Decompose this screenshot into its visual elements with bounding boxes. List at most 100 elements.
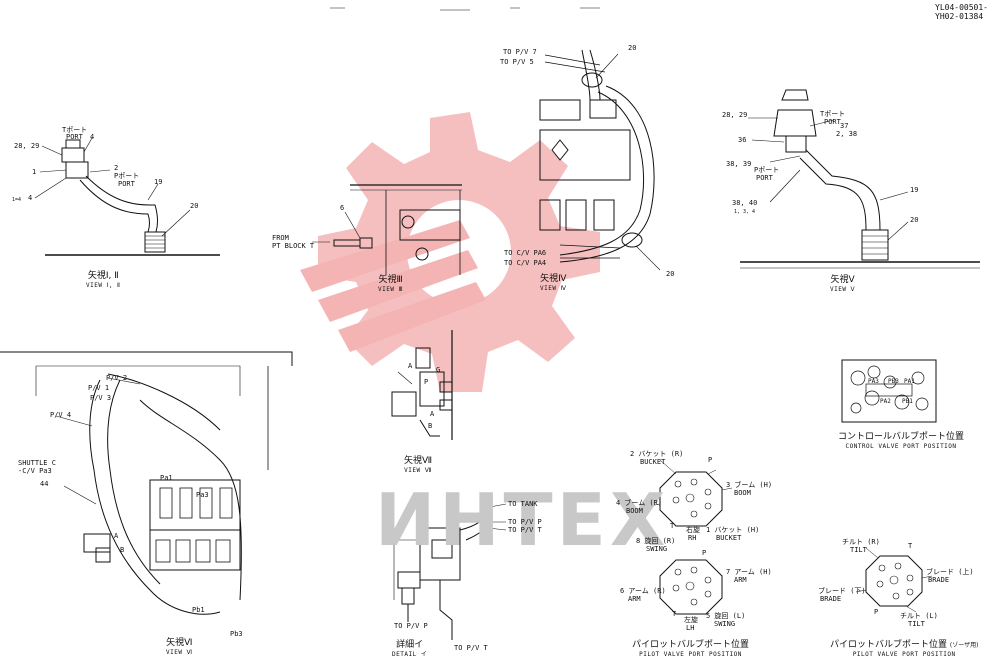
label-cv-pb3: PB3 (888, 378, 899, 385)
label-to-pv-p-right: TO P/V P (508, 518, 542, 526)
label-pv1-5-swing-jp: 5 旋回 (L) (706, 612, 746, 620)
label-to-pv-t-bottom: TO P/V T (454, 644, 488, 652)
caption-view-1-2-jp: 矢視Ⅰ, Ⅱ (87, 271, 119, 281)
label-pv-1: P/V 1 (88, 384, 110, 392)
label-p-v7: P (424, 378, 429, 386)
label-pv2-tilt-l-jp: チルト (L) (900, 612, 938, 620)
label-cv-pa3: -C/V Pa3 (18, 467, 52, 475)
label-cv-pa1: PA1 (904, 378, 915, 385)
label-2: 2 (114, 164, 119, 172)
label-pv2-blade-up-jp: ブレード (上) (926, 568, 974, 576)
label-cv-pa3: PA3 (868, 378, 879, 385)
caption-pilot-valve-1: パイロットバルブポート位置 PILOT VALVE PORT POSITION (632, 640, 749, 658)
caption-pilot-valve-2-main: パイロットバルブポート位置 (830, 640, 948, 650)
caption-view-4-en: VIEW Ⅳ (540, 285, 567, 292)
caption-view-5: 矢視Ⅴ VIEW Ⅴ (830, 275, 855, 293)
label-to-cv-pa6: TO C/V PA6 (504, 249, 547, 257)
caption-control-valve: コントロールバルブポート位置 CONTROL VALVE PORT POSITI… (838, 432, 964, 450)
label-1: 1 (32, 168, 37, 176)
label-pv1-p-bottom: P (702, 549, 707, 557)
label-shuttle-c: SHUTTLE C (18, 459, 56, 467)
caption-pilot-valve-2: パイロットバルブポート位置 (ゾーザ用) PILOT VALVE PORT PO… (830, 640, 978, 658)
label-pv1-2-bucket-jp: 2 バケット (R) (630, 450, 684, 458)
caption-control-valve-jp: コントロールバルブポート位置 (838, 432, 965, 442)
label-t-port-jp-v5: Tポート (820, 110, 846, 118)
document-number-line-2: YH02-01384 (935, 12, 984, 21)
caption-pilot-valve-1-en: PILOT VALVE PORT POSITION (639, 651, 742, 658)
label-t-port-jp: Tポート (62, 126, 88, 134)
caption-view-6: 矢視Ⅵ VIEW Ⅵ (166, 638, 193, 656)
label-p-port-jp-v5: Pポート (754, 166, 780, 174)
document-number: YL04-00501- YH02-01384 (935, 3, 988, 21)
caption-view-7: 矢視Ⅶ VIEW Ⅶ (404, 456, 432, 474)
caption-view-4-jp: 矢視Ⅳ (540, 274, 567, 284)
label-a-v7: A (430, 410, 435, 418)
label-pv2-t: T (908, 542, 913, 550)
label-pv2-tilt-r-jp: チルト (R) (842, 538, 880, 546)
label-pv1-lh-en: LH (686, 624, 695, 632)
label-pa3: Pa3 (196, 491, 209, 499)
caption-pilot-valve-1-jp: パイロットバルブポート位置 (632, 640, 750, 650)
label-38-40: 38, 40 (732, 199, 758, 207)
label-p-port-en-v5: PORT (756, 174, 773, 182)
label-a-v6: A (114, 532, 119, 540)
label-20-bottom: 20 (666, 270, 675, 278)
label-pb1: Pb1 (192, 606, 205, 614)
label-pv2-tilt-l-en: TILT (908, 620, 925, 628)
label-pv2-p: P (874, 608, 879, 616)
label-to-pv-t-right: TO P/V T (508, 526, 542, 534)
label-to-pv-p-bottom: TO P/V P (394, 622, 428, 630)
label-19: 19 (154, 178, 163, 186)
document-number-line-1: YL04-00501- (935, 3, 988, 12)
label-a-v7-top: A (408, 362, 413, 370)
label-b-v6: B (120, 546, 125, 554)
label-pa1: Pa1 (160, 474, 173, 482)
caption-view-4: 矢視Ⅳ VIEW Ⅳ (540, 274, 567, 292)
label-pv2-blade-down-jp: ブレード (下) (818, 587, 866, 595)
label-pv1-5-swing-en: SWING (714, 620, 736, 628)
label-t-port-en: PORT (66, 133, 83, 141)
caption-view-7-en: VIEW Ⅶ (404, 467, 432, 474)
label-pv1-t-top: T (670, 522, 675, 530)
label-36: 36 (738, 136, 747, 144)
label-g-v7: G (436, 366, 441, 374)
label-pv1-8-swing-en: SWING (646, 545, 668, 553)
label-pv1-8-swing-jp: 8 旋回 (R) (636, 537, 676, 545)
label-to-tank: TO TANK (508, 500, 538, 508)
label-37: 37 (840, 122, 849, 130)
label-p-port-jp: Pポート (114, 172, 140, 180)
caption-pilot-valve-2-jp: パイロットバルブポート位置 (ゾーザ用) (830, 640, 978, 651)
caption-view-3-jp: 矢視Ⅲ (378, 275, 403, 285)
label-pv-2: P/V 2 (106, 374, 128, 382)
label-cv-pb1: PB1 (902, 398, 913, 405)
label-p-port-en: PORT (118, 180, 135, 188)
watermark-text: ИНТЕХ (375, 478, 670, 562)
caption-detail-i: 詳細イ DETAIL イ (392, 640, 427, 658)
label-pv-4: P/V 4 (50, 411, 72, 419)
label-pv1-rh-jp: 右旋 (686, 526, 700, 534)
label-pv1-6-arm-jp: 6 アーム (R) (620, 587, 666, 595)
caption-view-3-en: VIEW Ⅲ (378, 286, 404, 293)
label-pv1-7-arm-jp: 7 アーム (H) (726, 568, 772, 576)
label-pv-3: P/V 3 (90, 394, 112, 402)
caption-view-1-2: 矢視Ⅰ, Ⅱ VIEW Ⅰ, Ⅱ (86, 271, 121, 289)
label-pv1-6-arm-en: ARM (628, 595, 641, 603)
label-to-cv-pa4: TO C/V PA4 (504, 259, 547, 267)
label-28-29: 28, 29 (14, 142, 40, 150)
label-pv1-7-arm-en: ARM (734, 576, 747, 584)
label-pv1-p-top: P (708, 456, 713, 464)
label-to-pv-7: TO P/V 7 (503, 48, 537, 56)
caption-view-1-2-en: VIEW Ⅰ, Ⅱ (86, 282, 121, 289)
caption-control-valve-en: CONTROL VALVE PORT POSITION (845, 443, 957, 450)
label-2-38: 2, 38 (836, 130, 858, 138)
label-44: 44 (40, 480, 49, 488)
label-pv1-1-bucket-jp: 1 バケット (H) (706, 526, 760, 534)
caption-detail-i-en: DETAIL イ (392, 651, 428, 658)
label-1-3-4: 1, 3, 4 (734, 209, 756, 215)
label-pv1-1-bucket-en: BUCKET (716, 534, 742, 542)
label-38-39: 38, 39 (726, 160, 752, 168)
label-20-top: 20 (628, 44, 637, 52)
label-4-top: 4 (90, 133, 95, 141)
label-pv2-blade-down-en: BRADE (820, 595, 842, 603)
